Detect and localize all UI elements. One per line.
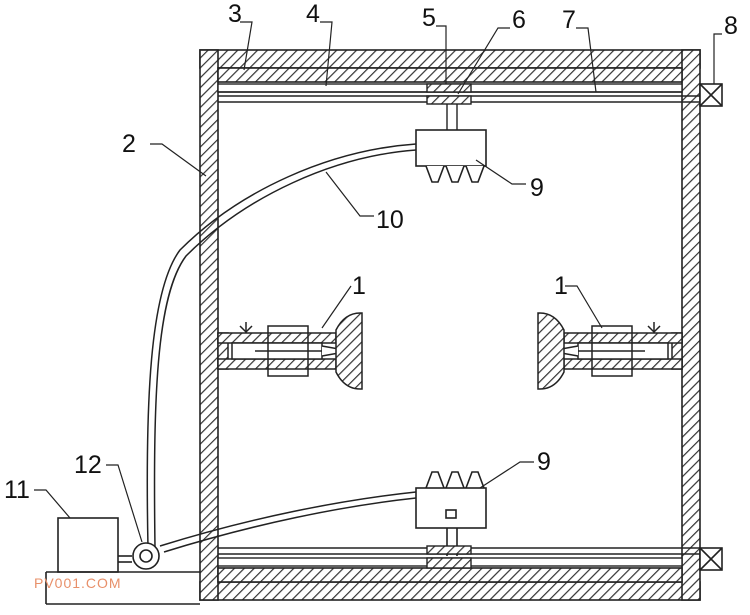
water-tank (57, 517, 119, 573)
label-8: 8 (724, 12, 738, 40)
base-platform (45, 571, 200, 605)
label-2: 2 (122, 130, 136, 158)
label-3: 3 (228, 0, 242, 28)
label-1-left: 1 (352, 272, 366, 300)
label-11: 11 (4, 476, 30, 504)
label-7: 7 (562, 6, 576, 34)
bottom-motor (699, 547, 723, 571)
pump (118, 542, 160, 570)
hose-upper (146, 143, 417, 549)
label-5: 5 (422, 4, 436, 32)
right-clamp-assembly (537, 312, 683, 390)
label-6: 6 (512, 6, 526, 34)
housing-frame (199, 49, 701, 601)
bottom-nozzle-box (415, 471, 487, 556)
watermark: PV001.COM (34, 575, 122, 591)
leader-lines (34, 21, 722, 543)
label-10: 10 (376, 206, 404, 234)
label-9-top: 9 (530, 174, 544, 202)
left-clamp-assembly (217, 312, 363, 390)
label-9-bottom: 9 (537, 448, 551, 476)
bottom-slider-block (426, 545, 472, 569)
label-1-right: 1 (554, 272, 568, 300)
part-labels: 3 4 5 6 7 8 2 9 10 1 1 9 12 11 (4, 0, 738, 504)
label-12: 12 (74, 451, 102, 479)
top-motor (699, 83, 723, 107)
top-nozzle-box (415, 129, 487, 183)
hose-lower (159, 491, 417, 553)
top-slider-block (426, 83, 472, 130)
label-4: 4 (306, 0, 320, 28)
